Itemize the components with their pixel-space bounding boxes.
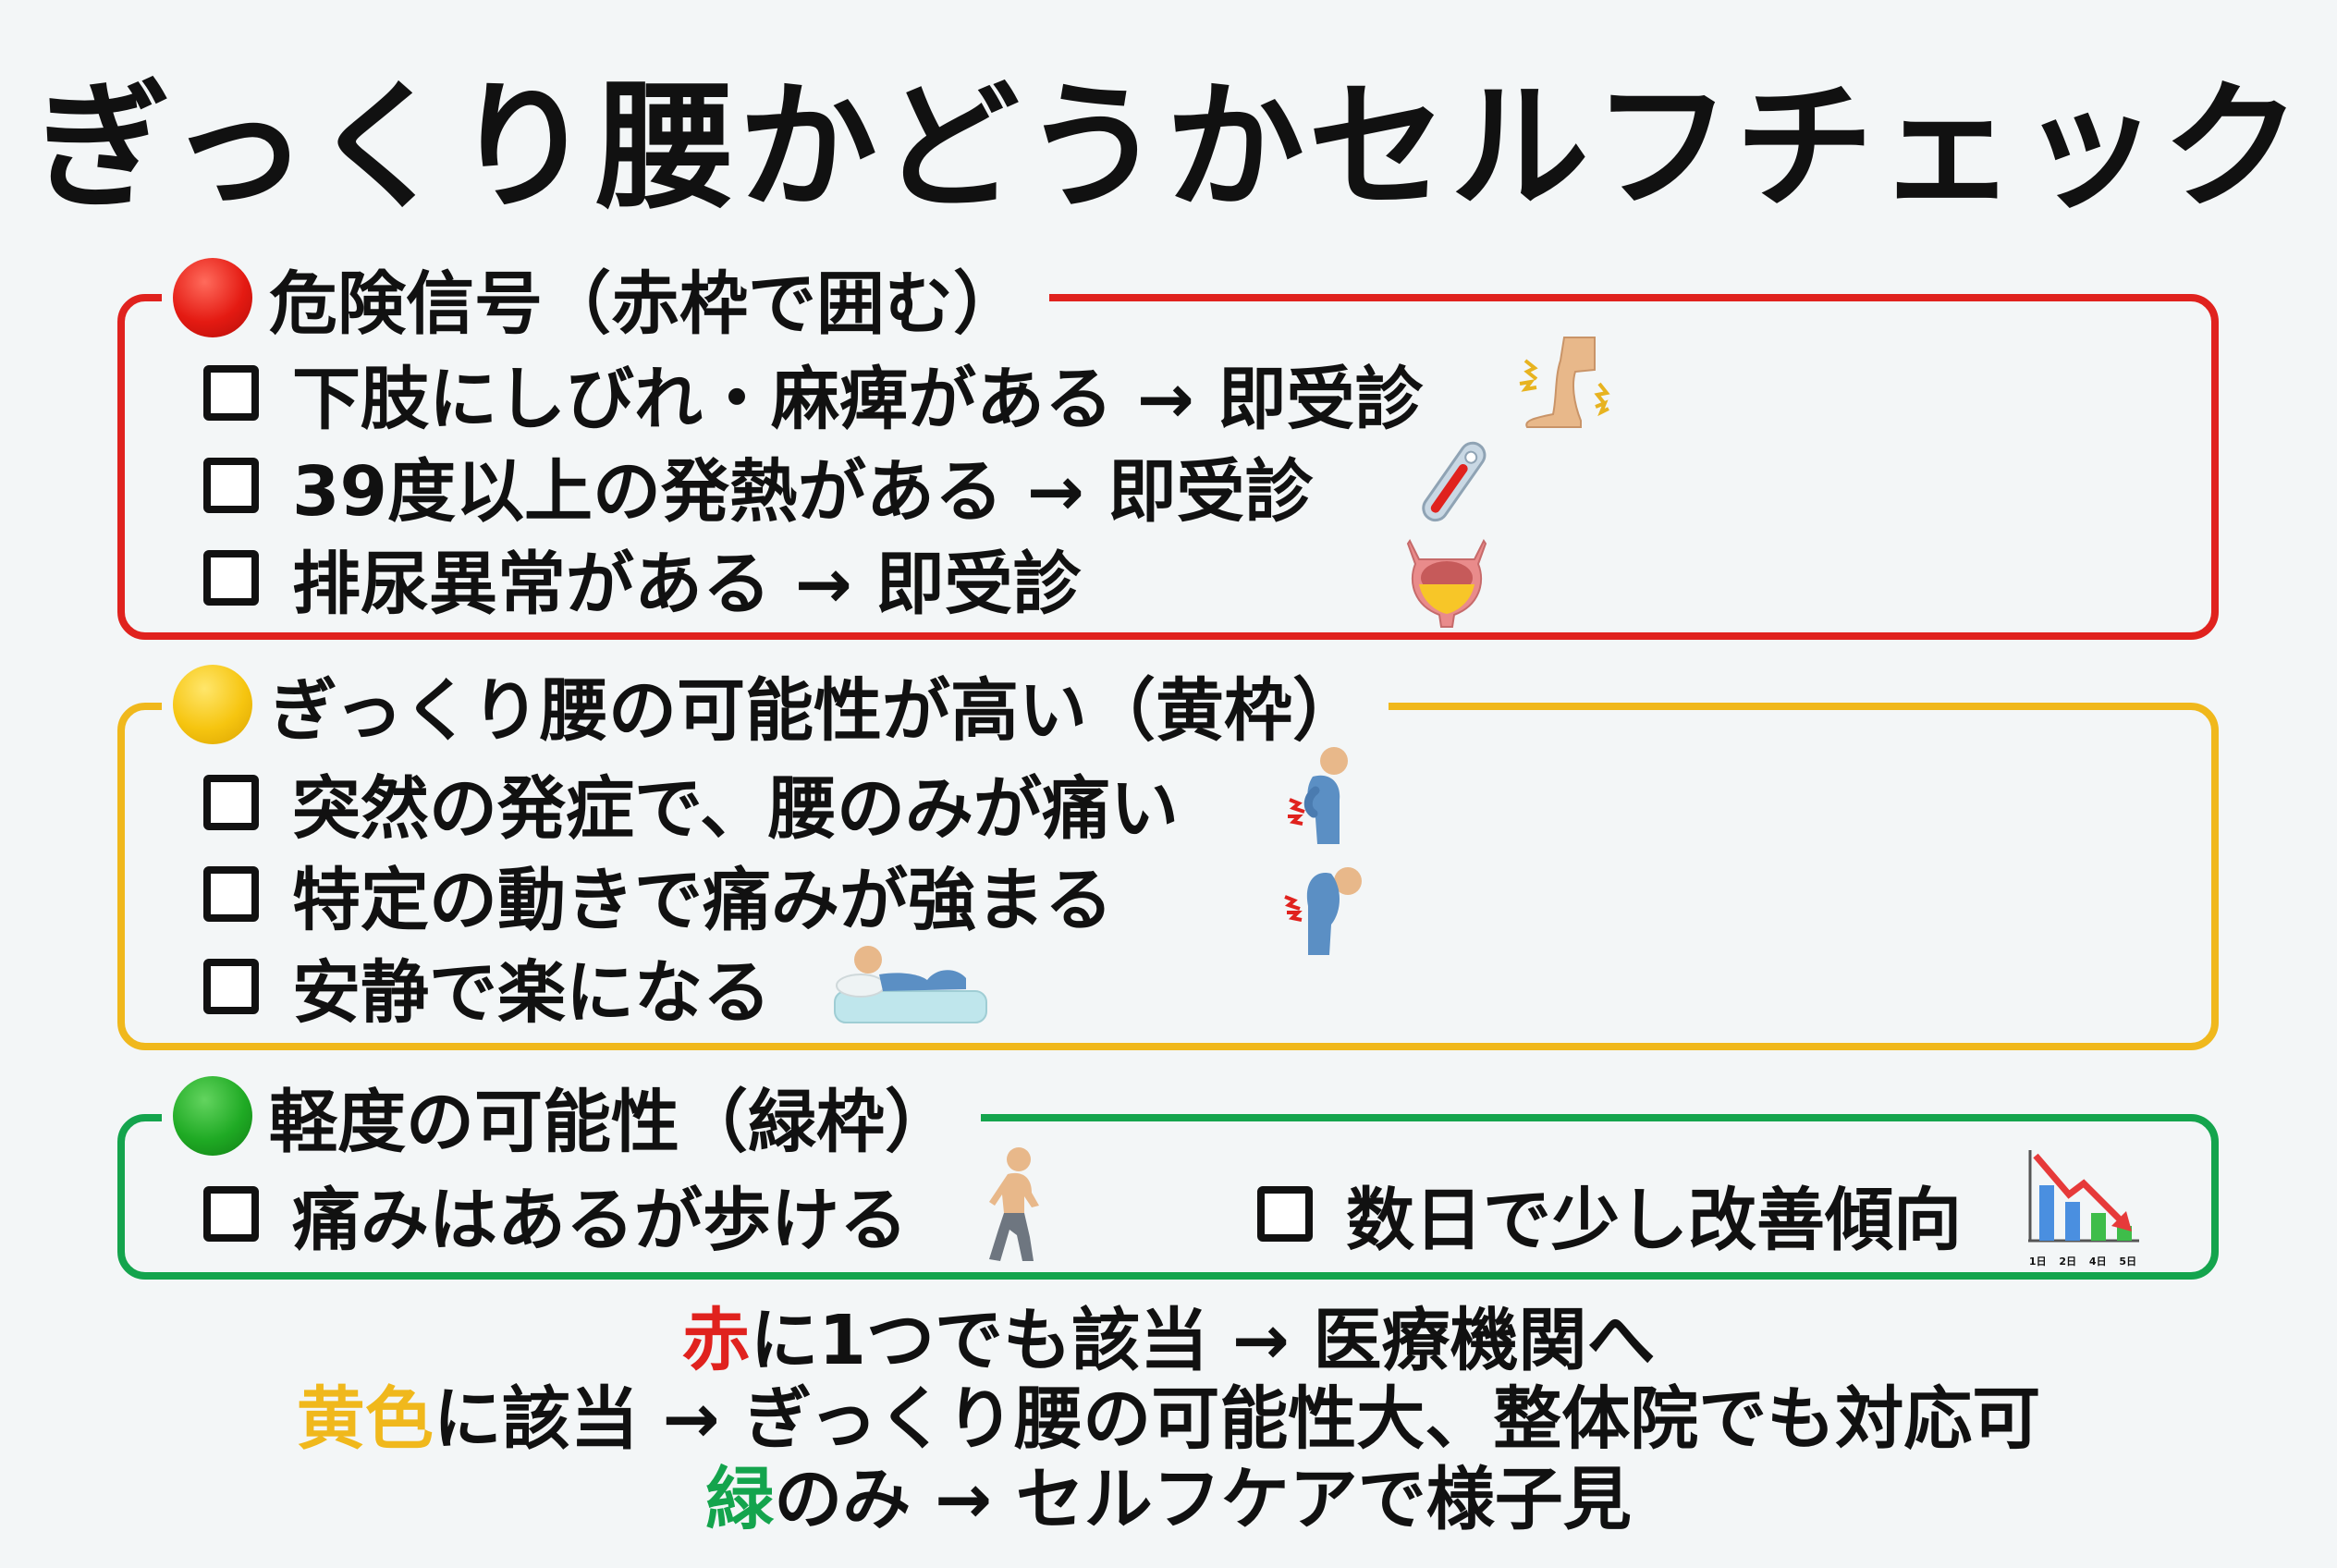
yellow-circle-icon bbox=[173, 665, 252, 744]
summary-color-word: 緑 bbox=[705, 1460, 775, 1539]
checkbox[interactable] bbox=[203, 775, 259, 830]
danger-signs-frame bbox=[117, 294, 2219, 640]
chart-label: 2日 bbox=[2059, 1256, 2077, 1268]
checklist-item[interactable]: 39度以上の発熱がある → 即受診 bbox=[203, 439, 1314, 532]
item-label: 特定の動きで痛みが強まる bbox=[292, 860, 1113, 940]
summary-color-word: 赤 bbox=[681, 1301, 751, 1380]
walking-person-icon bbox=[989, 1147, 1039, 1261]
page-title: ぎっくり腰かどうかセルフチェック bbox=[31, 67, 2305, 228]
summary-line-red: 赤に1つでも該当 → 医療機関へ bbox=[0, 1299, 2337, 1382]
checklist-item[interactable]: 排尿異常がある → 即受診 bbox=[203, 532, 1082, 624]
chart-label: 4日 bbox=[2088, 1256, 2107, 1268]
chart-label: 1日 bbox=[2028, 1256, 2047, 1268]
item-label: 39度以上の発熱がある → 即受診 bbox=[292, 451, 1314, 532]
lying-down-person-icon bbox=[834, 946, 987, 1023]
checkbox[interactable] bbox=[203, 458, 259, 513]
section-heading-text: ぎっくり腰の可能性が高い（黄枠） bbox=[269, 670, 1362, 751]
section-heading-text: 軽度の可能性（緑枠） bbox=[269, 1082, 953, 1162]
checkbox[interactable] bbox=[203, 365, 259, 421]
summary-line-yellow: 黄色に該当 → ぎっくり腰の可能性大、整体院でも対応可 bbox=[0, 1378, 2337, 1461]
mild-frame bbox=[117, 1114, 2219, 1280]
back-pain-person-icon bbox=[1288, 747, 1348, 844]
item-label: 数日で少し改善傾向 bbox=[1346, 1180, 1962, 1260]
checkbox[interactable] bbox=[203, 1186, 259, 1242]
bending-back-pain-icon bbox=[1284, 867, 1362, 955]
checklist-item[interactable]: 数日で少し改善傾向 bbox=[1257, 1168, 1962, 1260]
checkbox[interactable] bbox=[203, 959, 259, 1014]
bladder-icon bbox=[1406, 539, 1487, 628]
checkbox[interactable] bbox=[203, 550, 259, 606]
declining-chart-icon: 1日 2日 4日 5日 bbox=[2023, 1146, 2143, 1268]
green-circle-icon bbox=[173, 1076, 252, 1156]
danger-signs-heading: 危険信号（赤枠で囲む） bbox=[162, 247, 1049, 349]
likely-heading: ぎっくり腰の可能性が高い（黄枠） bbox=[162, 654, 1389, 755]
checklist-item[interactable]: 痛みはあるが歩ける bbox=[203, 1168, 908, 1260]
checklist-item[interactable]: 突然の発症で、腰のみが痛い bbox=[203, 756, 1179, 849]
item-label: 安静で楽になる bbox=[292, 952, 771, 1033]
item-label: 排尿異常がある → 即受診 bbox=[292, 544, 1082, 624]
summary-color-word: 黄色 bbox=[296, 1379, 434, 1459]
checkbox[interactable] bbox=[203, 866, 259, 922]
summary-text: に1つでも該当 → 医療機関へ bbox=[750, 1301, 1656, 1380]
item-label: 下肢にしびれ・麻痺がある → 即受診 bbox=[292, 359, 1424, 439]
checkbox[interactable] bbox=[1257, 1186, 1313, 1242]
thermometer-icon bbox=[1422, 441, 1487, 522]
checklist-item[interactable]: 安静で楽になる bbox=[203, 940, 771, 1033]
summary-text: に該当 → ぎっくり腰の可能性大、整体院でも対応可 bbox=[433, 1379, 2041, 1459]
summary-text: のみ → セルフケアで様子見 bbox=[774, 1460, 1632, 1539]
section-heading-text: 危険信号（赤枠で囲む） bbox=[269, 263, 1022, 344]
item-label: 痛みはあるが歩ける bbox=[292, 1180, 908, 1260]
checklist-item[interactable]: 下肢にしびれ・麻痺がある → 即受診 bbox=[203, 347, 1424, 439]
mild-heading: 軽度の可能性（緑枠） bbox=[162, 1065, 981, 1167]
leg-numbness-icon bbox=[1519, 337, 1610, 428]
checklist-item[interactable]: 特定の動きで痛みが強まる bbox=[203, 848, 1113, 940]
red-circle-icon bbox=[173, 258, 252, 337]
summary-line-green: 緑のみ → セルフケアで様子見 bbox=[0, 1458, 2337, 1541]
item-label: 突然の発症で、腰のみが痛い bbox=[292, 768, 1180, 849]
chart-label: 5日 bbox=[2119, 1256, 2137, 1268]
